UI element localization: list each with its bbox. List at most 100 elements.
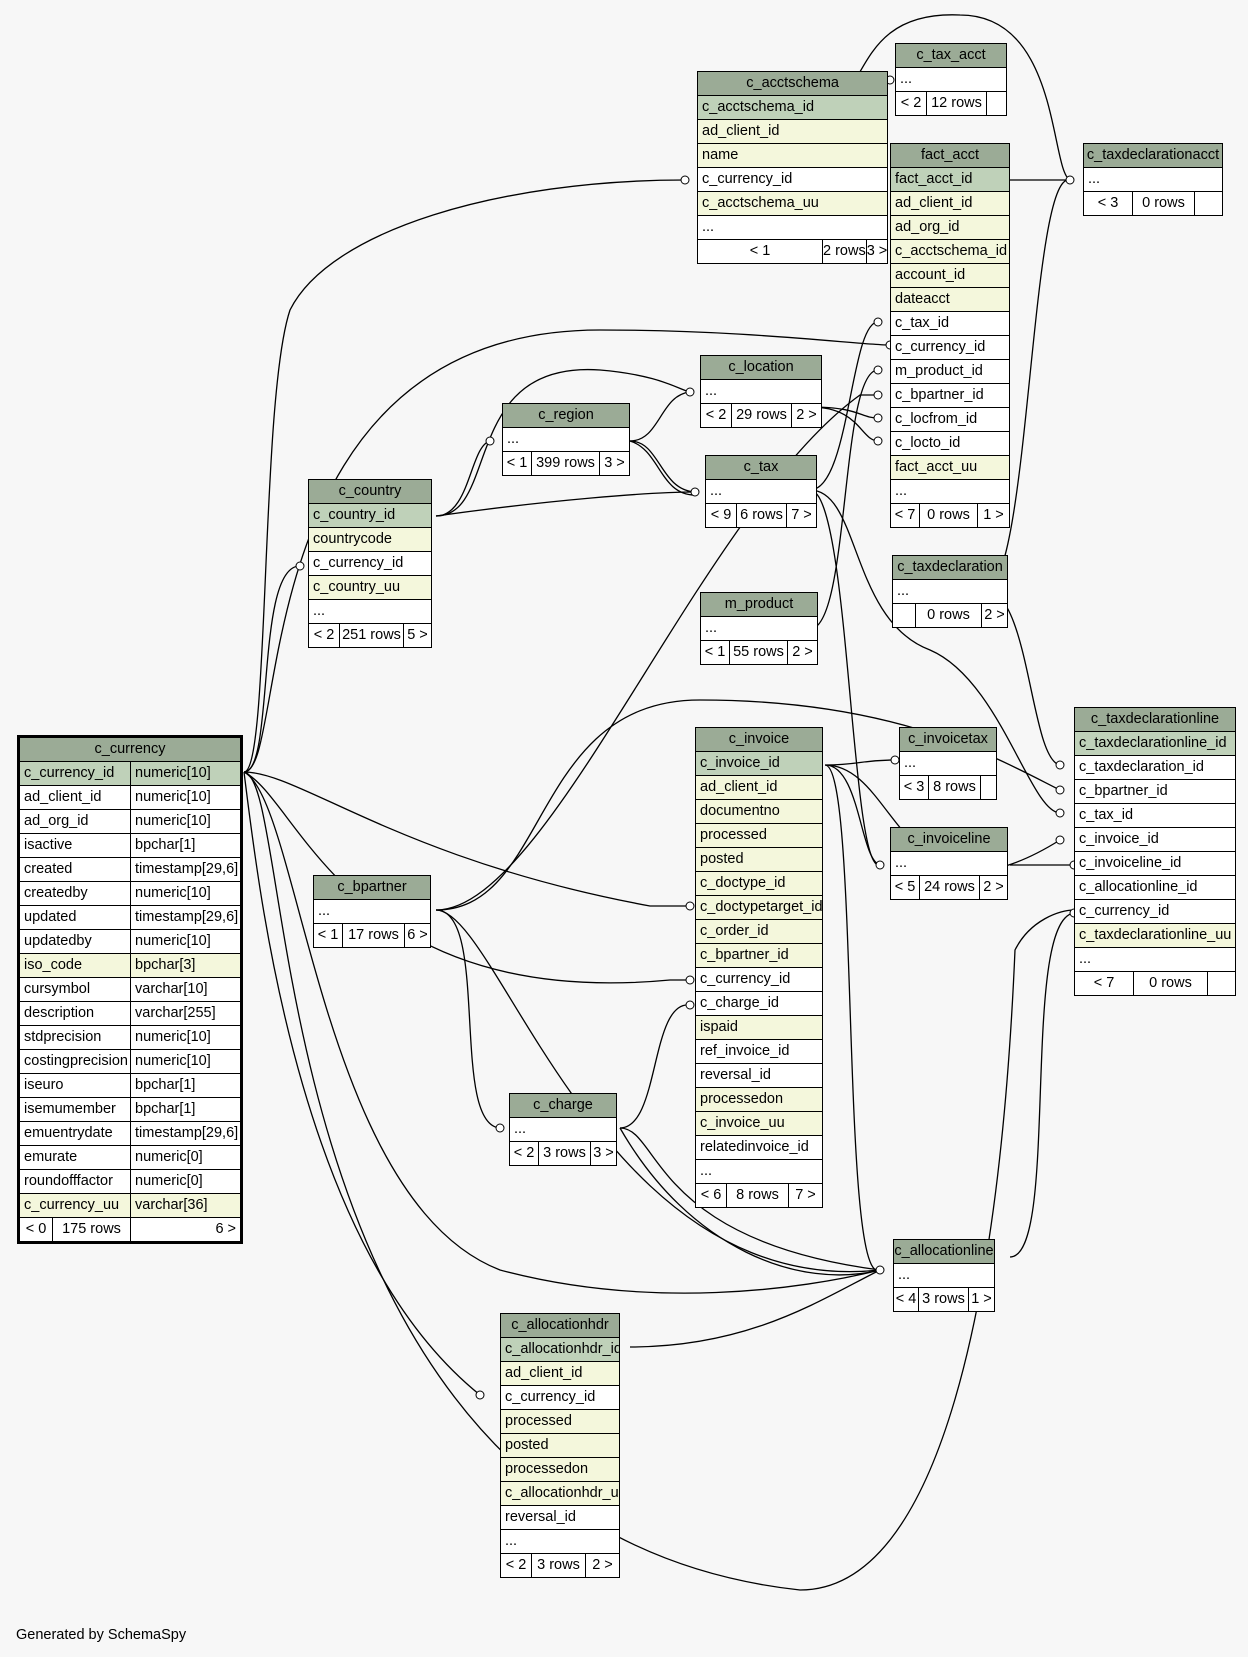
relationship-line [619,1004,691,1129]
children-link[interactable] [986,92,1006,115]
parents-link[interactable]: < 3 [903,779,925,795]
table-title[interactable]: c_invoicetax [900,728,996,752]
children-link[interactable]: 6 > [404,924,430,947]
row-count: 12 rows [926,92,986,115]
parents-link[interactable]: < 1 [317,927,339,943]
children-link[interactable] [1207,972,1235,995]
parents-link[interactable]: < 1 [506,455,528,471]
parents-link[interactable] [893,604,915,627]
table-title[interactable]: c_region [503,404,629,428]
table-title[interactable]: m_product [701,593,817,617]
children-link[interactable]: 7 > [788,1184,822,1207]
parents-link[interactable]: < 7 [1093,975,1115,991]
column-name: ad_org_id [895,219,960,235]
table-title[interactable]: c_taxdeclaration [893,556,1007,580]
children-link[interactable]: 7 > [786,504,816,527]
table-title[interactable]: fact_acct [891,144,1009,168]
parents-link[interactable]: < 2 [513,1145,535,1161]
column-name: countrycode [313,531,392,547]
children-link[interactable]: 2 > [585,1554,619,1577]
table-title[interactable]: c_currency [20,738,240,762]
column-name: created [24,861,73,877]
column-row: dateacct [891,288,1009,312]
children-link[interactable]: 2 > [791,404,821,427]
children-link[interactable]: 3 > [865,240,887,263]
parents-link[interactable]: < 1 [704,644,726,660]
table-title[interactable]: c_location [701,356,821,380]
parents-link[interactable]: < 7 [894,507,916,523]
table-title[interactable]: c_tax [706,456,816,480]
parents-link[interactable]: < 3 [1097,195,1119,211]
table-title[interactable]: c_bpartner [314,876,430,900]
parents-link[interactable]: < 0 [25,1221,47,1237]
parents-link[interactable]: < 2 [313,627,335,643]
table-title[interactable]: c_acctschema [698,72,888,96]
parents-link[interactable]: < 9 [710,507,732,523]
column-row: ... [698,216,888,240]
column-row: c_locfrom_id [891,408,1009,432]
column-name: c_bpartner_id [895,387,984,403]
table-title[interactable]: c_invoiceline [891,828,1007,852]
table-title[interactable]: c_allocationline [894,1240,994,1264]
column-type: bpchar[1] [130,1098,240,1121]
column-row: ... [1084,168,1222,192]
parents-link[interactable]: < 2 [505,1557,527,1573]
children-link[interactable]: 2 > [979,876,1007,899]
children-link[interactable] [1194,192,1222,215]
column-type: timestamp[29,6] [130,906,240,929]
crowfoot-marker [1055,808,1065,818]
children-link[interactable]: 2 > [787,641,817,664]
column-row: c_currency_id [501,1386,619,1410]
parents-link[interactable]: < 2 [900,95,922,111]
table-title[interactable]: c_invoice [696,728,822,752]
row-count: 6 rows [736,504,786,527]
column-row: ... [891,852,1007,876]
children-link[interactable] [980,776,996,799]
children-link[interactable]: 3 > [599,452,629,475]
column-name: ... [904,755,917,771]
crowfoot-marker [685,1000,695,1010]
crowfoot-marker [495,1123,505,1133]
children-link[interactable]: 5 > [403,624,431,647]
table-title[interactable]: c_charge [510,1094,616,1118]
parents-link[interactable]: < 6 [700,1187,722,1203]
column-row: c_allocationhdr_id [501,1338,619,1362]
table-title[interactable]: c_taxdeclarationacct [1084,144,1222,168]
children-link[interactable]: 3 > [590,1142,616,1165]
parents-link[interactable]: < 1 [749,243,771,259]
parents-link[interactable]: < 5 [894,879,916,895]
children-link[interactable]: 2 > [981,604,1007,627]
table-title[interactable]: c_allocationhdr [501,1314,619,1338]
table-title[interactable]: c_country [309,480,431,504]
parents-link[interactable]: < 2 [705,407,727,423]
table-title[interactable]: c_tax_acct [896,44,1006,68]
parents-link[interactable]: < 4 [895,1291,917,1307]
children-link[interactable]: 1 > [968,1288,994,1311]
table-title[interactable]: c_taxdeclarationline [1075,708,1235,732]
children-link[interactable]: 6 > [130,1218,240,1241]
children-link[interactable]: 1 > [977,504,1009,527]
relationship-line [243,179,686,773]
